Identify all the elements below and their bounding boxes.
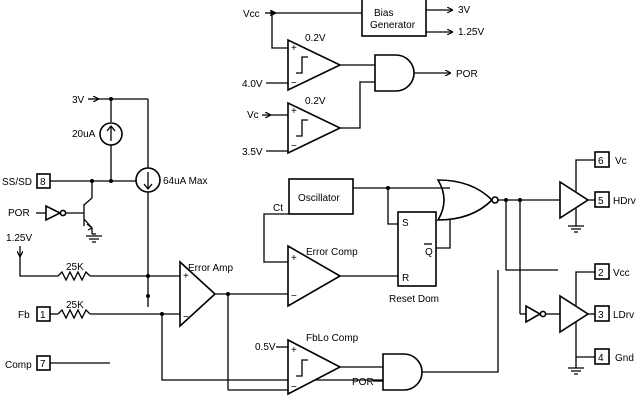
minus-sign: − (291, 291, 297, 302)
ss-sd-label: SS/SD (2, 177, 32, 188)
oscillator-block (288, 178, 354, 215)
r2-label: 25K (66, 300, 84, 311)
comp2-ref-label: 0.2V (305, 96, 326, 107)
por-inverter (45, 204, 67, 222)
comp1-in-label: 4.0V (242, 79, 263, 90)
supply-3v-label: 3V (72, 95, 85, 106)
minus-sign: − (291, 141, 297, 152)
uvlo-comparator-1: + − 0.2V (287, 33, 342, 92)
nor-gate (436, 179, 499, 221)
pin-2-number: 2 (598, 268, 604, 279)
vcc-top-label: Vcc (243, 9, 260, 20)
plus-sign: + (291, 345, 297, 356)
reset-dominant-latch: S R Q (397, 211, 437, 287)
gnd-label: Gnd (615, 353, 634, 364)
por-in-label: POR (8, 208, 30, 219)
ref-125v-label: 1.25V (6, 233, 32, 244)
reset-dom-label: Reset Dom (389, 294, 439, 305)
comp2-vc-label: Vc (247, 110, 259, 121)
pin-6 (594, 151, 610, 168)
pin-3 (594, 305, 610, 322)
current-source-64ua (135, 167, 161, 193)
latch-s: S (402, 218, 409, 229)
src-20ua-label: 20uA (72, 129, 96, 140)
error-comparator: + − (287, 244, 342, 308)
bias-125v-label: 1.25V (458, 27, 484, 38)
comp2-in-label: 3.5V (242, 147, 263, 158)
ct-label: Ct (273, 203, 283, 214)
bias-3v-label: 3V (458, 5, 471, 16)
generator-label: Generator (370, 20, 416, 31)
pin-5-number: 5 (598, 196, 604, 207)
low-side-inverter (525, 304, 547, 324)
fblo-comparator: + − (287, 338, 342, 396)
plus-sign: + (291, 253, 297, 264)
pin-6-number: 6 (598, 156, 604, 167)
ldrv-label: LDrv (613, 310, 634, 321)
fb-label: Fb (18, 310, 30, 321)
bias-label: Bias (374, 8, 393, 19)
fblo-ref-label: 0.5V (255, 342, 276, 353)
low-side-driver (559, 294, 590, 334)
resistor-r2 (57, 308, 91, 320)
plus-sign: + (291, 106, 297, 117)
latch-r: R (402, 273, 409, 284)
error-comp-label: Error Comp (306, 247, 358, 258)
plus-sign: + (291, 43, 297, 54)
minus-sign: − (183, 312, 189, 323)
resistor-r1 (57, 270, 91, 282)
pin-2 (594, 263, 610, 280)
bias-generator: Bias Generator (361, 0, 427, 37)
minus-sign: − (291, 382, 297, 393)
por-in2-label: POR (352, 377, 374, 388)
high-side-driver (559, 180, 590, 220)
pin-5 (594, 191, 610, 208)
pin-1-number: 1 (40, 310, 46, 321)
src-64ua-label: 64uA Max (163, 176, 207, 187)
por-out-label: POR (456, 69, 478, 80)
fblo-and-gate (382, 353, 423, 391)
oscillator-label: Oscillator (298, 193, 340, 204)
discharge-transistor (83, 181, 102, 243)
pin-4-number: 4 (598, 353, 604, 364)
current-source-20ua (99, 122, 123, 146)
error-amp: + − (179, 260, 217, 328)
fblo-comp-label: FbLo Comp (306, 333, 359, 344)
pin-4 (594, 348, 610, 365)
plus-sign: + (183, 271, 189, 282)
pin-3-number: 3 (598, 310, 604, 321)
r1-label: 25K (66, 262, 84, 273)
vcc-out-label: Vcc (613, 268, 630, 279)
latch-q: Q (425, 247, 433, 258)
vc-out-label: Vc (615, 156, 627, 167)
pin-8-number: 8 (40, 177, 46, 188)
minus-sign: − (291, 78, 297, 89)
comp-label: Comp (5, 360, 32, 371)
comp1-ref-label: 0.2V (305, 33, 326, 44)
pin-7-number: 7 (40, 359, 46, 370)
hdrv-label: HDrv (613, 196, 636, 207)
por-and-gate (374, 54, 415, 92)
uvlo-comparator-2: + − 0.2V (287, 96, 342, 155)
error-amp-label: Error Amp (188, 263, 233, 274)
